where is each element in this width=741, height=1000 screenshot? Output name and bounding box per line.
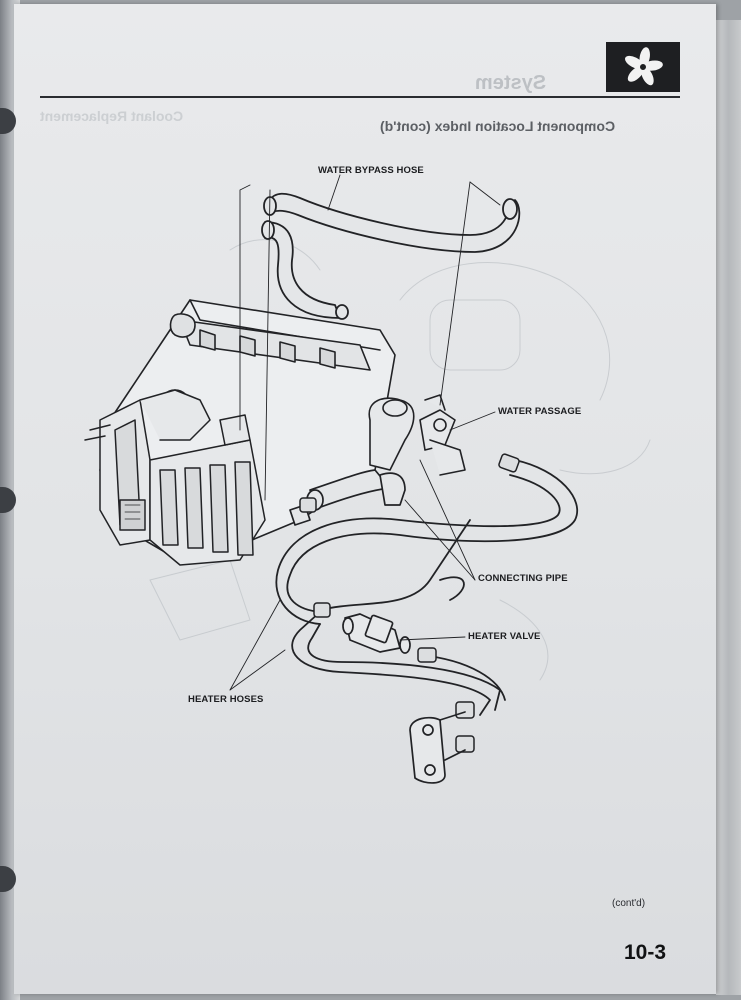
heater-core-flange <box>409 711 466 784</box>
intake-manifold <box>84 389 266 566</box>
label-heater-hoses: HEATER HOSES <box>188 694 264 705</box>
leader-lines <box>229 174 501 691</box>
page-number: 10-3 <box>624 941 667 964</box>
label-water-bypass-hose: WATER BYPASS HOSE <box>318 165 424 176</box>
heater-valve <box>342 613 411 654</box>
thermostat-housing <box>368 394 466 476</box>
label-heater-valve: HEATER VALVE <box>468 631 541 642</box>
page-stack-edge <box>716 20 741 995</box>
binder-hole <box>0 487 16 513</box>
binder-hole <box>0 866 16 892</box>
cooling-fan-icon <box>625 47 663 86</box>
water-bypass-hose <box>261 192 521 320</box>
header-rule <box>40 96 680 98</box>
binder-hole <box>0 108 16 134</box>
label-connecting-pipe: CONNECTING PIPE <box>478 573 568 584</box>
continued-note: (cont'd) <box>612 898 646 909</box>
section-badge <box>606 42 680 92</box>
label-water-passage: WATER PASSAGE <box>498 406 582 417</box>
heater-hoses <box>275 459 578 716</box>
hose-clamps <box>299 453 520 753</box>
